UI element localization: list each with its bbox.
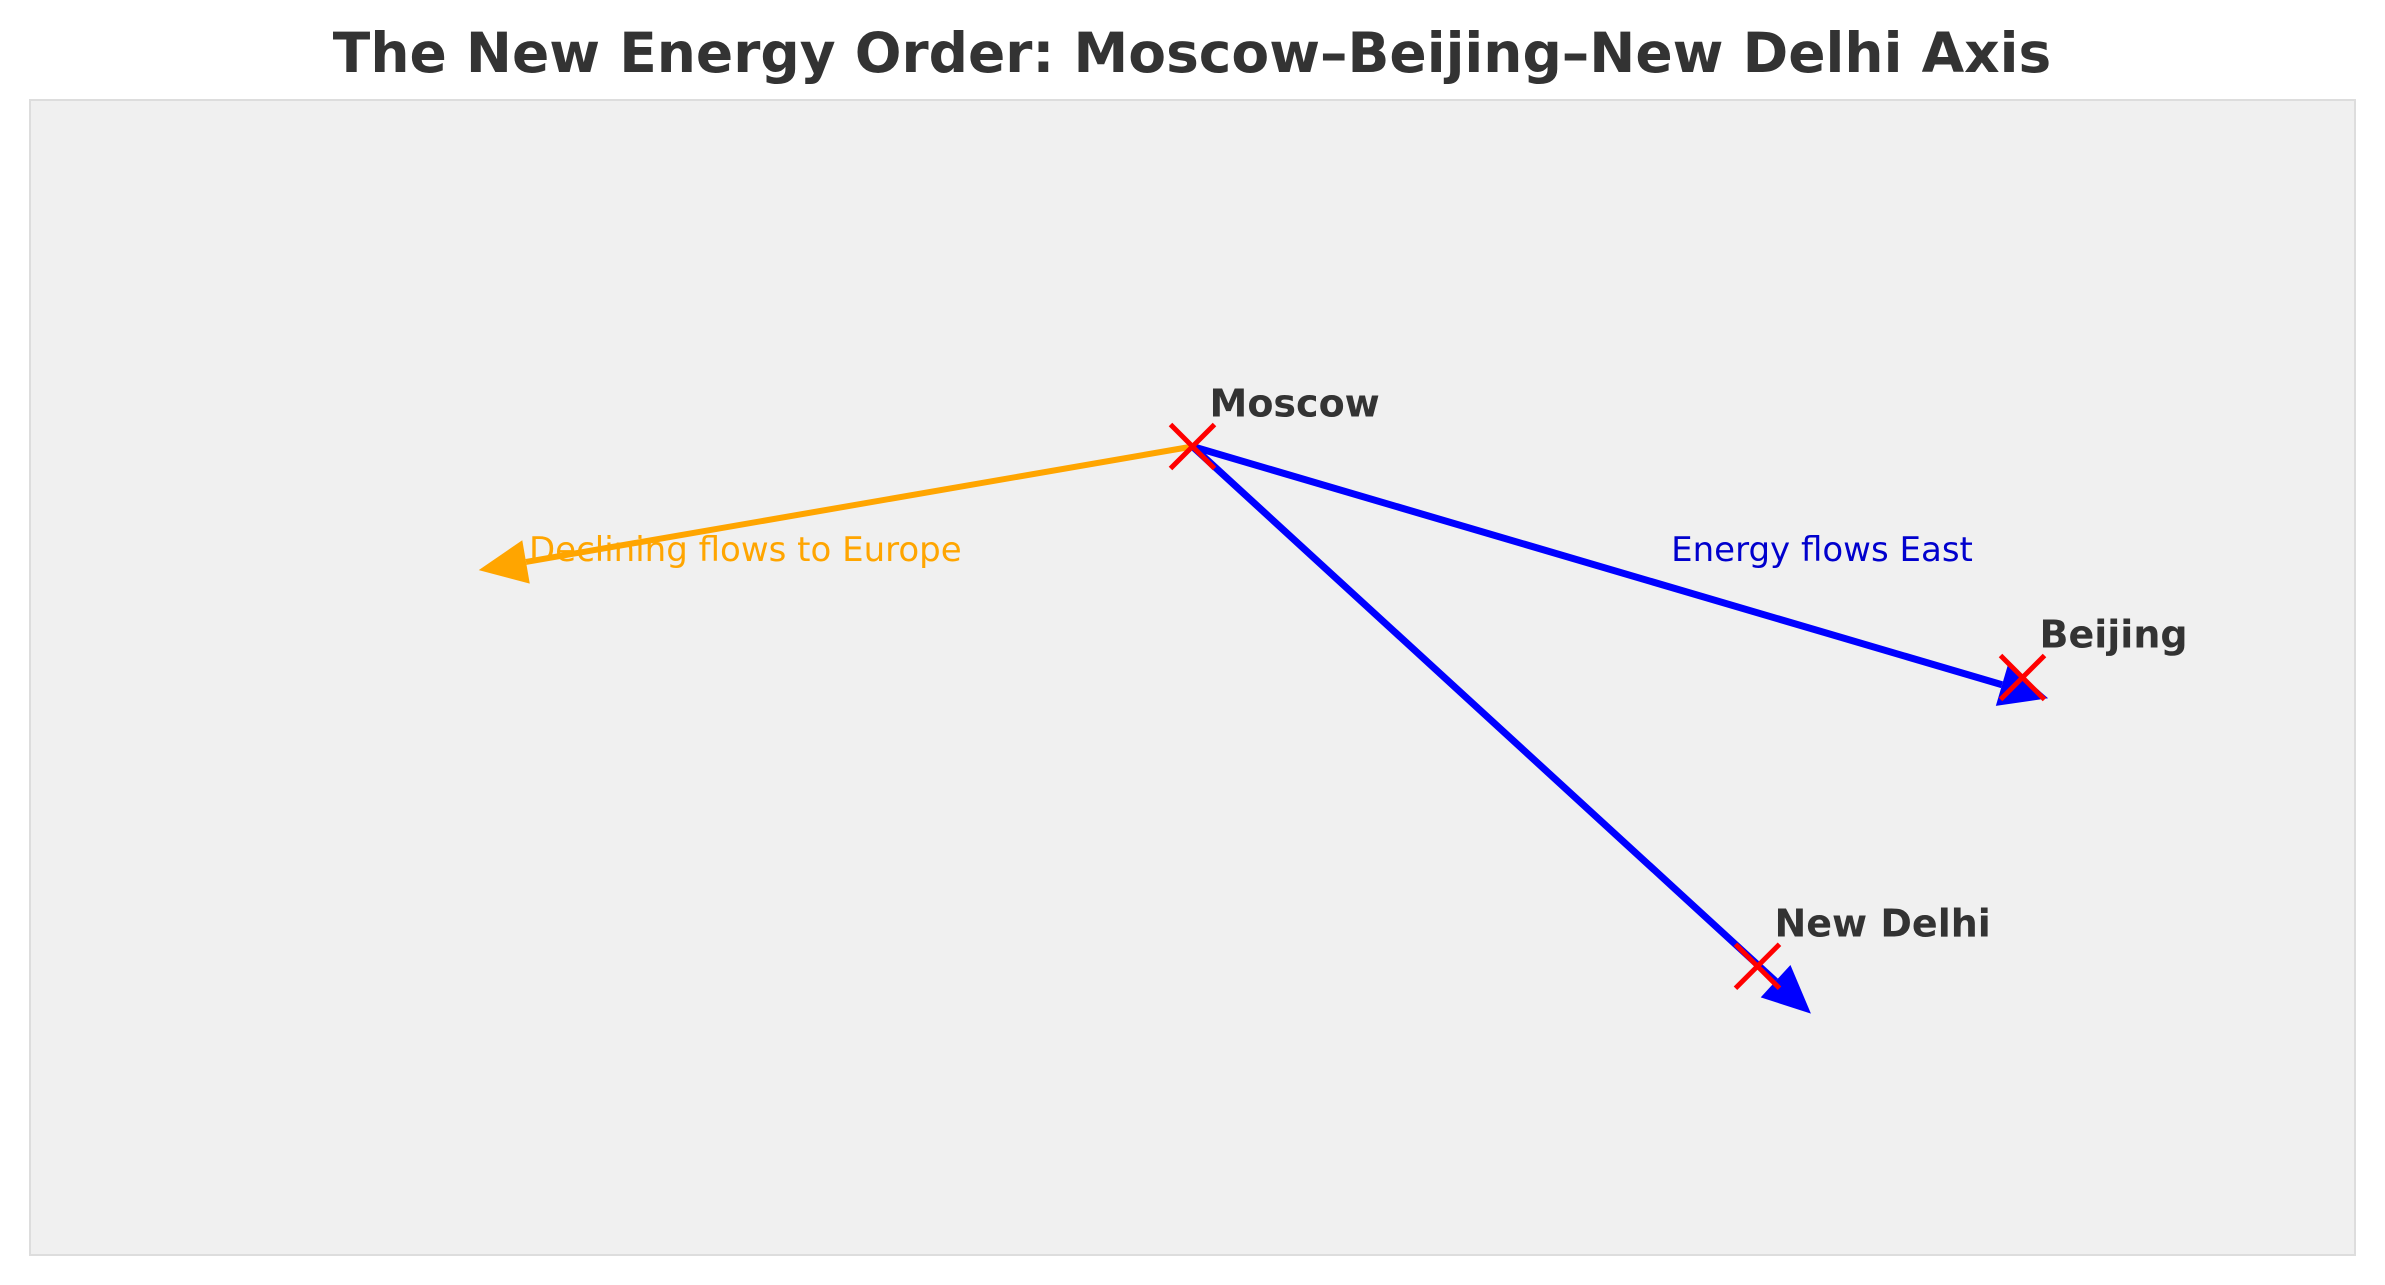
- city-marker-new-delhi: [1733, 942, 1782, 991]
- arrow-shaft-europe: [525, 443, 1194, 565]
- city-marker-beijing: [1998, 653, 2047, 702]
- annotation-europe: Declining flows to Europe: [529, 530, 962, 570]
- chart-title: The New Energy Order: Moscow–Beijing–New…: [333, 21, 2051, 85]
- city-label-moscow: Moscow: [1210, 382, 1380, 426]
- city-label-beijing: Beijing: [2040, 613, 2188, 657]
- arrow-shaft-new-delhi: [1190, 443, 1778, 984]
- arrow-head-new-delhi: [1760, 964, 1811, 1014]
- annotation-energy-east: Energy flows East: [1671, 530, 1973, 570]
- arrow-head-europe: [478, 540, 530, 584]
- city-label-new-delhi: New Delhi: [1774, 901, 1990, 945]
- arrow-head-beijing: [1995, 663, 2049, 706]
- city-marker-moscow: [1168, 422, 1217, 471]
- arrow-shaft-beijing: [1191, 443, 2004, 689]
